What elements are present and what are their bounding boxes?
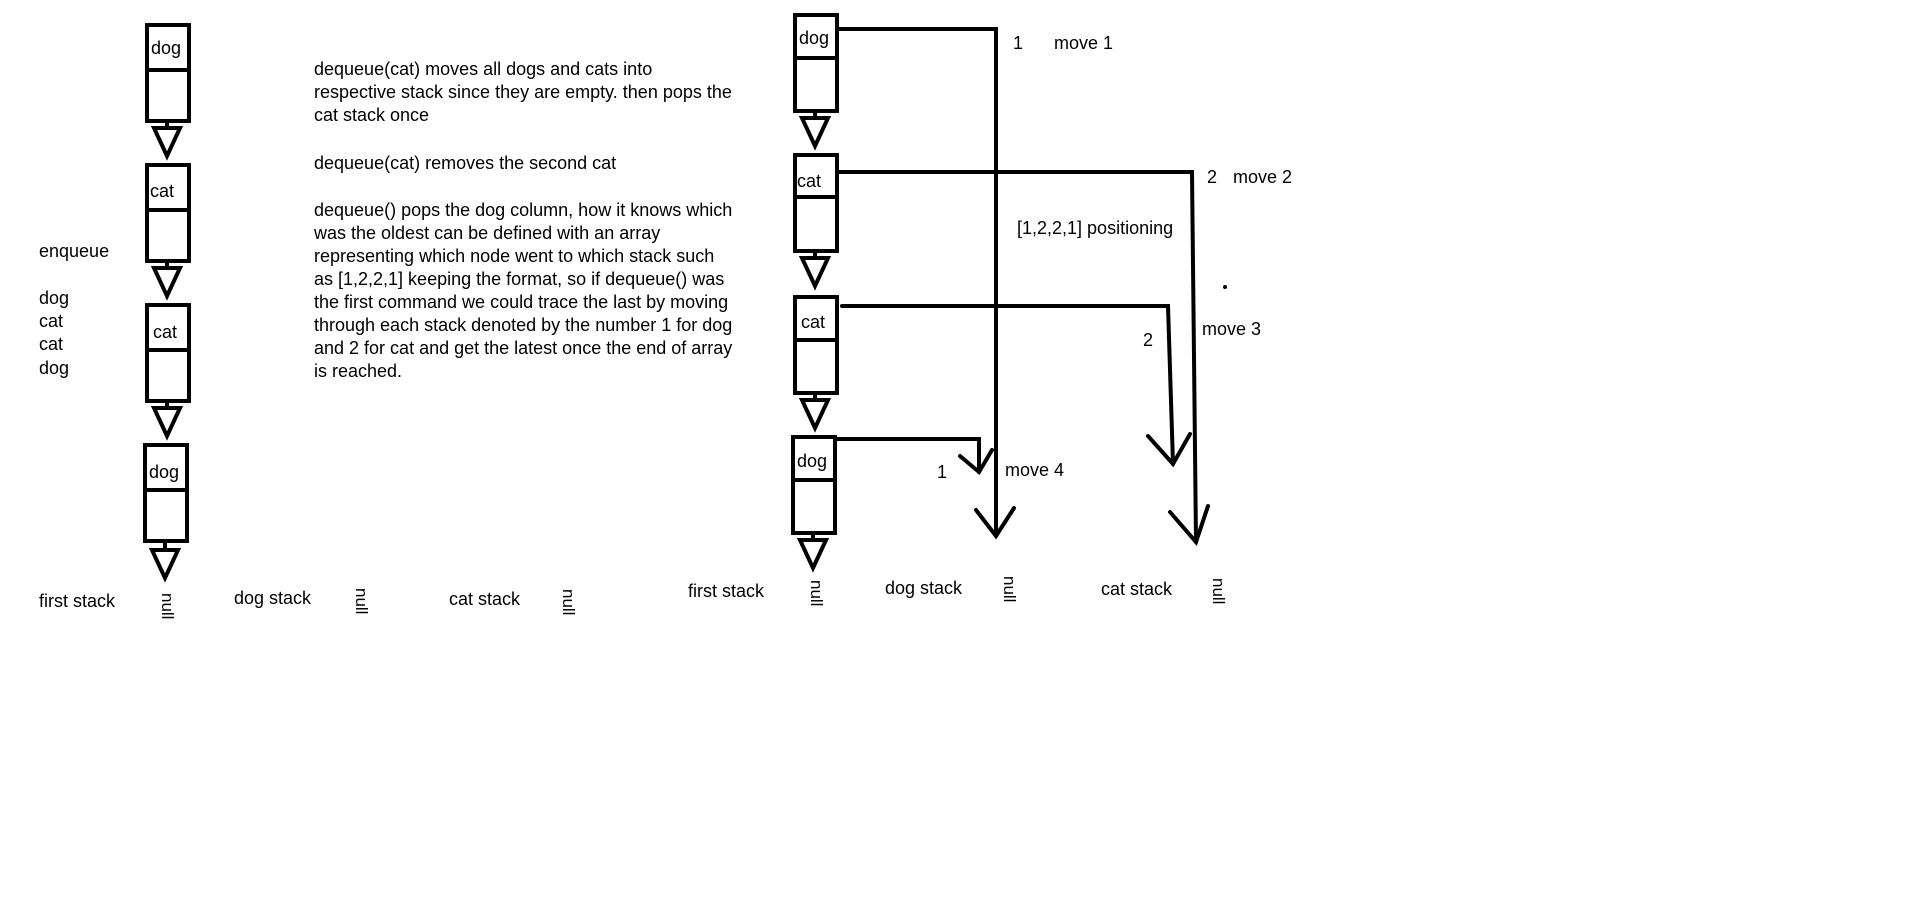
left-arrow-1 — [150, 119, 184, 161]
left-arrow-2 — [150, 259, 184, 301]
right-dog-stack-label: dog stack — [885, 578, 963, 598]
note-paragraph-1: dequeue(cat) moves all dogs and cats int… — [314, 59, 732, 125]
enqueue-title: enqueue — [39, 241, 110, 261]
move-4-label: move 4 — [1005, 460, 1065, 480]
move-4-path — [833, 437, 994, 476]
move-3-number: 2 — [1143, 330, 1154, 350]
enqueue-item-4: dog — [39, 358, 70, 378]
left-dog-stack-label: dog stack — [234, 588, 312, 608]
right-first-null: null — [807, 580, 826, 607]
left-arrow-3 — [150, 399, 184, 441]
right-node-3-label: cat — [801, 312, 826, 332]
right-dog-null: null — [1000, 576, 1019, 603]
move-3-path — [840, 304, 1192, 468]
left-node-2-label: cat — [150, 181, 175, 201]
enqueue-item-1: dog — [39, 288, 70, 308]
left-node-3-label: cat — [153, 322, 178, 342]
positioning-array: [1,2,2,1] positioning — [1017, 218, 1174, 238]
stray-dot — [1223, 285, 1227, 289]
left-node-1-label: dog — [151, 38, 182, 58]
right-arrow-1 — [798, 109, 832, 151]
enqueue-item-3: cat — [39, 334, 64, 354]
left-cat-null: null — [559, 589, 578, 616]
left-dog-null: null — [352, 588, 371, 615]
right-first-stack-label: first stack — [688, 581, 765, 601]
enqueue-item-2: cat — [39, 311, 64, 331]
left-first-null: null — [158, 593, 177, 620]
right-node-2-label: cat — [797, 171, 822, 191]
right-arrow-2 — [798, 249, 832, 291]
note-paragraph-3: dequeue() pops the dog column, how it kn… — [314, 200, 733, 381]
move-2-path — [835, 170, 1210, 546]
left-first-stack-label: first stack — [39, 591, 116, 611]
note-paragraph-2: dequeue(cat) removes the second cat — [314, 153, 617, 173]
right-arrow-4 — [796, 531, 830, 573]
right-arrow-3 — [798, 391, 832, 433]
right-node-4-label: dog — [797, 451, 828, 471]
move-3-label: move 3 — [1202, 319, 1262, 339]
left-arrow-4 — [148, 539, 182, 583]
move-4-number: 1 — [937, 462, 948, 482]
move-2-number: 2 — [1207, 167, 1218, 187]
move-2-label: move 2 — [1233, 167, 1293, 187]
right-node-2 — [793, 153, 839, 253]
right-node-1-label: dog — [799, 28, 830, 48]
left-node-4 — [143, 443, 189, 543]
left-cat-stack-label: cat stack — [449, 589, 521, 609]
move-1-number: 1 — [1013, 33, 1024, 53]
move-1-label: move 1 — [1054, 33, 1114, 53]
right-cat-null: null — [1209, 578, 1228, 605]
right-cat-stack-label: cat stack — [1101, 579, 1173, 599]
left-node-3 — [145, 303, 191, 403]
left-node-4-label: dog — [149, 462, 180, 482]
left-node-2 — [145, 163, 191, 263]
move-1-path — [835, 27, 1016, 540]
